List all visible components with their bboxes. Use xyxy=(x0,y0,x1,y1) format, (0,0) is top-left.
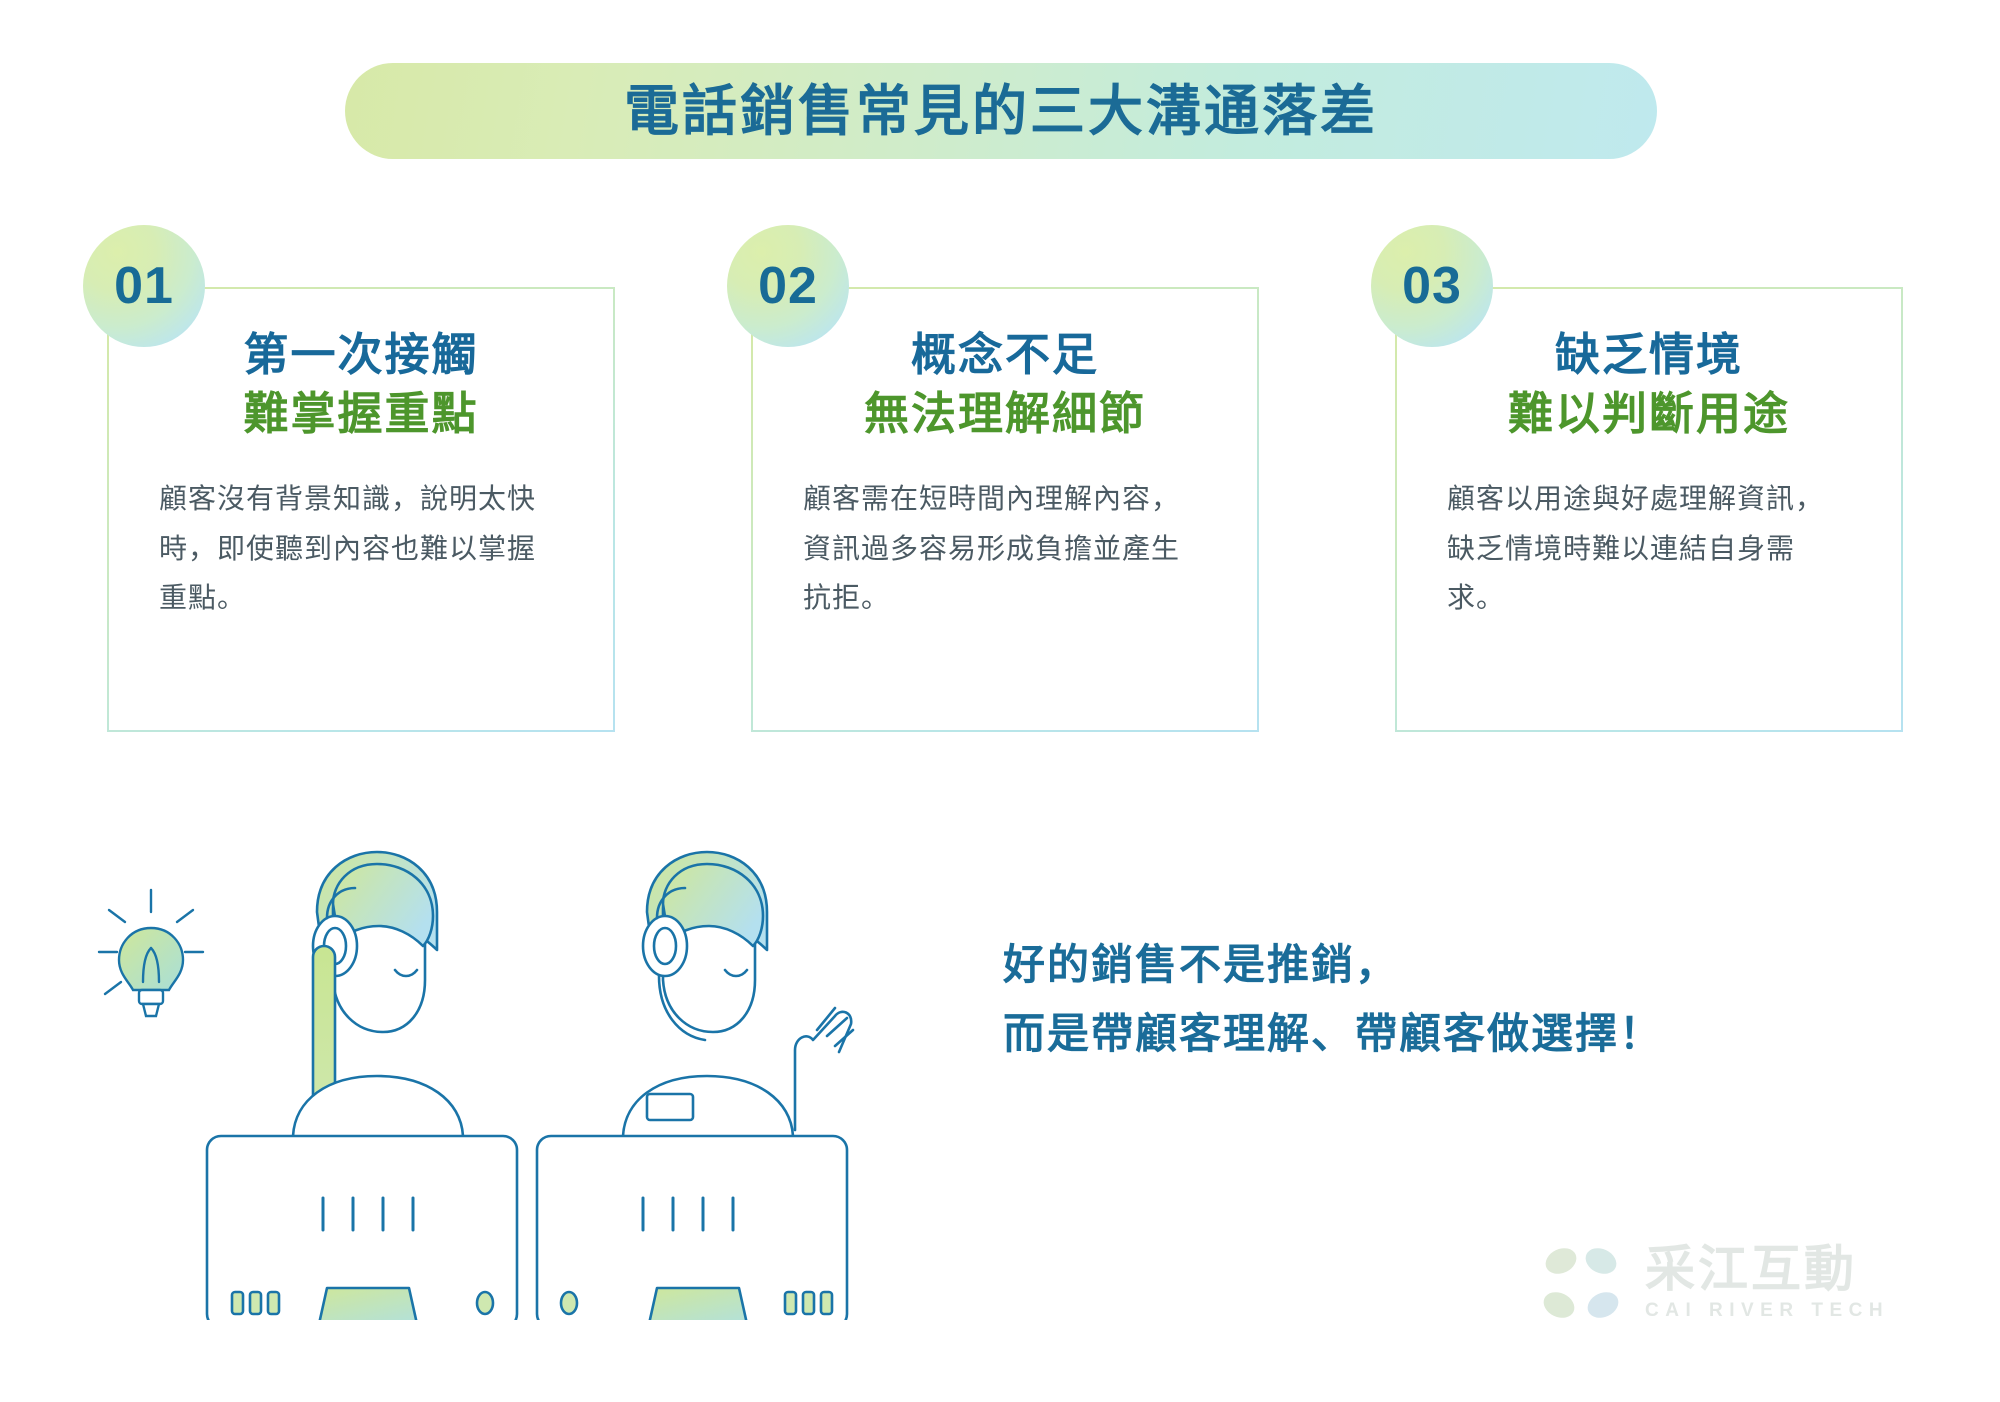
card-3-number-badge: 03 xyxy=(1371,225,1493,347)
brand-logo: 采江互動 CAI RIVER TECH xyxy=(1533,1228,1913,1338)
gap-card-3: 缺乏情境 難以判斷用途 顧客以用途與好處理解資訊，缺乏情境時難以連結自身需求。 … xyxy=(1371,225,1927,735)
card-1-number: 01 xyxy=(114,257,174,315)
flower-petal-logo-icon xyxy=(1533,1235,1629,1331)
brand-name-cn: 采江互動 xyxy=(1645,1241,1857,1298)
card-2-number: 02 xyxy=(758,257,818,315)
card-1-title-line2: 難掌握重點 xyxy=(243,388,479,440)
card-1-title-line1: 第一次接觸 xyxy=(243,329,479,380)
card-3-outline xyxy=(1395,287,1903,732)
card-3-number: 03 xyxy=(1402,257,1462,315)
card-1-body: 顧客沒有背景知識，說明太快時，即使聽到內容也難以掌握重點。 xyxy=(159,482,537,614)
call-agent-left xyxy=(291,850,465,1138)
call-agent-right-desk xyxy=(535,1134,849,1362)
idea-lightbulb xyxy=(97,888,205,1018)
card-3-title-line1: 缺乏情境 xyxy=(1554,329,1743,380)
card-2-title-line2: 無法理解細節 xyxy=(863,388,1146,440)
cards-row: 第一次接觸 難掌握重點 顧客沒有背景知識，說明太快時，即使聽到內容也難以掌握重點… xyxy=(0,225,2000,785)
card-3-body: 顧客以用途與好處理解資訊，缺乏情境時難以連結自身需求。 xyxy=(1447,482,1825,614)
call-agent-right xyxy=(621,850,855,1138)
card-2-title-line1: 概念不足 xyxy=(910,329,1099,380)
closing-quote: 好的銷售不是推銷， 而是帶顧客理解、帶顧客做選擇！ xyxy=(1003,930,1853,1069)
card-1-number-badge: 01 xyxy=(83,225,205,347)
gap-card-2: 概念不足 無法理解細節 顧客需在短時間內理解內容，資訊過多容易形成負擔並產生抗拒… xyxy=(727,225,1283,735)
card-3-title-line2: 難以判斷用途 xyxy=(1507,388,1790,440)
card-1-outline xyxy=(107,287,615,732)
call-center-illustration xyxy=(95,800,895,1362)
quote-line-1: 好的銷售不是推銷， xyxy=(1003,941,1400,988)
call-agent-left-desk xyxy=(205,1134,519,1362)
brand-name-en: CAI RIVER TECH xyxy=(1645,1299,1890,1321)
card-2-number-badge: 02 xyxy=(727,225,849,347)
card-2-content: 概念不足 無法理解細節 顧客需在短時間內理解內容，資訊過多容易形成負擔並產生抗拒… xyxy=(751,287,1259,732)
gap-card-1: 第一次接觸 難掌握重點 顧客沒有背景知識，說明太快時，即使聽到內容也難以掌握重點… xyxy=(83,225,639,735)
card-1-content: 第一次接觸 難掌握重點 顧客沒有背景知識，說明太快時，即使聽到內容也難以掌握重點… xyxy=(107,287,615,732)
card-2-outline xyxy=(751,287,1259,732)
quote-line-2: 而是帶顧客理解、帶顧客做選擇！ xyxy=(1003,1010,1664,1058)
brand-logo-text: 采江互動 CAI RIVER TECH xyxy=(1645,1243,1889,1322)
page-title-banner: 電話銷售常見的三大溝通落差 xyxy=(345,63,1657,159)
page-title: 電話銷售常見的三大溝通落差 xyxy=(623,79,1378,142)
card-2-body: 顧客需在短時間內理解內容，資訊過多容易形成負擔並產生抗拒。 xyxy=(803,482,1181,614)
card-3-content: 缺乏情境 難以判斷用途 顧客以用途與好處理解資訊，缺乏情境時難以連結自身需求。 xyxy=(1395,287,1903,732)
